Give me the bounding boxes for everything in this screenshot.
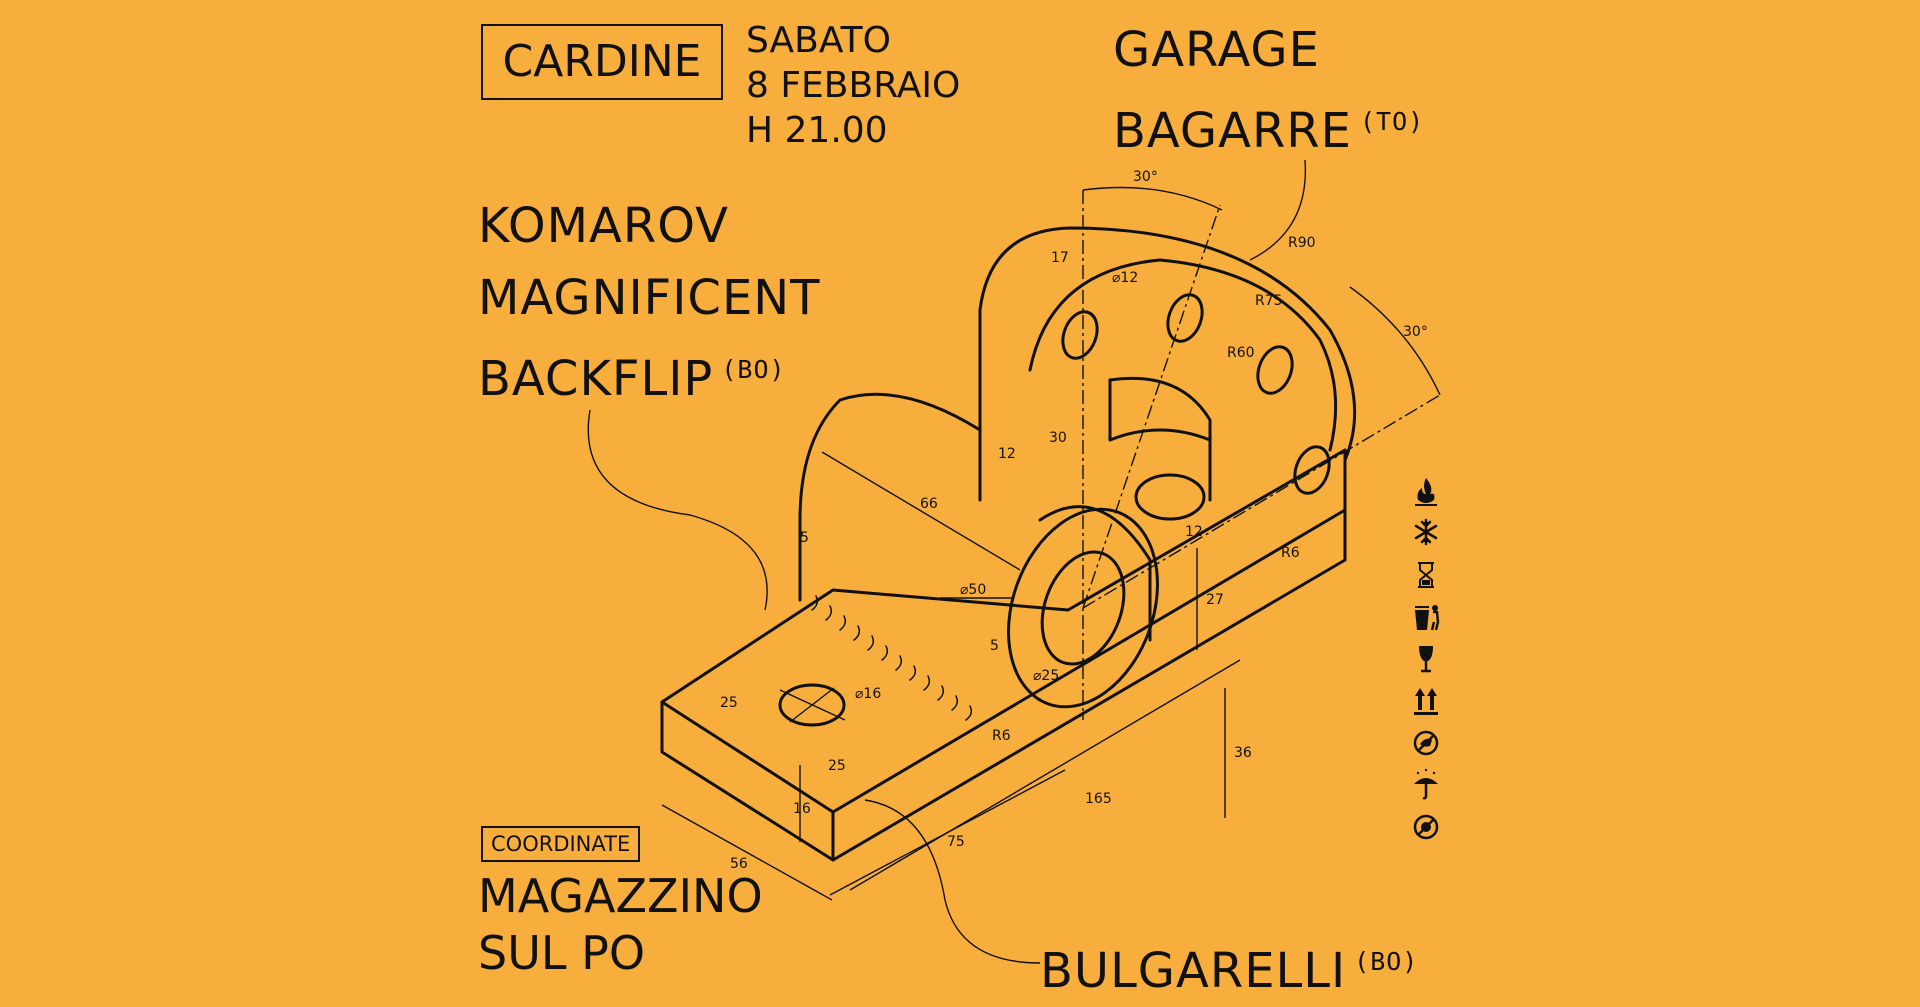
snowflake-icon xyxy=(1414,518,1438,546)
flange-hole-4 xyxy=(1293,445,1331,495)
flange-hole-1 xyxy=(1061,310,1099,360)
flange-face-arc xyxy=(1108,376,1212,502)
flange-outer-arc xyxy=(978,226,1357,562)
artist-name-line: GARAGE xyxy=(1113,22,1320,78)
artist-name-line: KOMAROV xyxy=(478,198,730,254)
coordinate-label: COORDINATE xyxy=(481,826,641,862)
dim-label: 17 xyxy=(1051,250,1069,266)
boss-body xyxy=(1038,505,1152,642)
dim-label: 25 xyxy=(828,758,846,774)
dim-30deg-right xyxy=(1349,286,1441,396)
dim-56 xyxy=(661,804,833,901)
event-day: SABATO xyxy=(746,20,892,61)
boss-inner-bore xyxy=(1040,550,1126,666)
dim-label: 30 xyxy=(1049,430,1067,446)
dim-label: 5 xyxy=(800,530,809,546)
dim-75 xyxy=(829,769,1066,896)
recycle-bin-icon xyxy=(1415,605,1440,631)
flange-hole-3 xyxy=(1256,345,1294,395)
venue-name: MAGAZZINO SUL PO xyxy=(478,868,763,982)
artist-name-line: BULGARELLI xyxy=(1040,943,1347,999)
flange-hole-2 xyxy=(1166,293,1204,343)
dim-66 xyxy=(821,451,1021,571)
dim-label: R75 xyxy=(1255,293,1283,309)
venue-line: MAGAZZINO xyxy=(478,869,763,923)
artist-origin-tag: (TO) xyxy=(1359,107,1425,136)
dim-label: 56 xyxy=(730,856,748,872)
left-upright-outline xyxy=(798,392,982,602)
artist-name-line: BACKFLIP xyxy=(478,351,714,407)
dim-label: ⌀50 xyxy=(960,582,986,598)
dim-label: 12 xyxy=(1185,524,1203,540)
dim-label: 165 xyxy=(1085,791,1112,807)
dim-label: R6 xyxy=(992,728,1011,744)
handling-symbols-column xyxy=(1406,470,1446,848)
dim-label: 30° xyxy=(1133,169,1158,185)
dim-label: ⌀12 xyxy=(1112,270,1138,286)
no-hand-hook-icon xyxy=(1413,730,1439,756)
flange-web xyxy=(1108,378,1212,442)
hourglass-icon xyxy=(1418,562,1434,588)
artist-origin-tag: (BO) xyxy=(1354,947,1419,976)
dim-label: 5 xyxy=(990,638,999,654)
flame-icon xyxy=(1415,478,1437,506)
venue-line: SUL PO xyxy=(478,926,646,980)
dim-label: R90 xyxy=(1288,235,1316,251)
leader-bulgarelli xyxy=(864,799,1041,964)
dim-label: R6 xyxy=(1281,545,1300,561)
base-plate-top-edge xyxy=(660,508,1347,814)
leader-garage xyxy=(1249,159,1307,261)
dim-label: 30° xyxy=(1403,324,1428,340)
artist-bulgarelli: BULGARELLI(BO) xyxy=(1040,926,1418,1007)
dim-label: ⌀25 xyxy=(1033,668,1059,684)
event-date: SABATO 8 FEBBRAIO H 21.00 xyxy=(746,18,960,153)
dim-30deg-top xyxy=(1082,186,1223,211)
axis-line-boss xyxy=(1082,204,1221,609)
event-date-text: 8 FEBBRAIO xyxy=(746,65,961,106)
this-side-up-icon xyxy=(1414,688,1438,715)
keep-dry-umbrella-icon xyxy=(1414,768,1438,800)
artist-garage-bagarre: GARAGE BAGARRE(TO) xyxy=(1113,14,1424,167)
dim-label: ⌀16 xyxy=(855,686,881,702)
artist-name-line: MAGNIFICENT xyxy=(478,270,821,326)
artist-origin-tag: (BO) xyxy=(721,355,786,384)
dim-label: 25 xyxy=(720,695,738,711)
fillet-hatch xyxy=(811,595,973,721)
event-time: H 21.00 xyxy=(746,110,888,151)
artist-komarov-magnificent-backflip: KOMAROV MAGNIFICENT BACKFLIP(BO) xyxy=(478,190,821,415)
base-hole xyxy=(778,683,846,727)
dim-label: 66 xyxy=(920,496,938,512)
dimension-labels: 30° 30° R90 R75 R60 17 ⌀12 12 30 66 5 5 … xyxy=(720,169,1428,872)
flange-inner-arc xyxy=(1028,258,1338,452)
no-stacking-icon xyxy=(1413,814,1439,840)
fragile-glass-icon xyxy=(1419,646,1433,673)
dim-label: 36 xyxy=(1234,745,1252,761)
dim-label: R60 xyxy=(1227,345,1255,361)
brand-box: CARDINE xyxy=(481,24,723,100)
artist-name-line: BAGARRE xyxy=(1113,103,1352,159)
base-plate-outline xyxy=(660,448,1347,862)
dim-label: 75 xyxy=(947,834,965,850)
dim-label: 27 xyxy=(1206,592,1224,608)
dim-label: 12 xyxy=(998,446,1016,462)
leader-komarov xyxy=(587,409,768,611)
center-bore xyxy=(1134,473,1206,521)
base-hole-cross xyxy=(779,687,846,723)
dim-165 xyxy=(849,659,1241,891)
dim-label: 16 xyxy=(793,801,811,817)
axis-line-angled xyxy=(1082,394,1441,609)
